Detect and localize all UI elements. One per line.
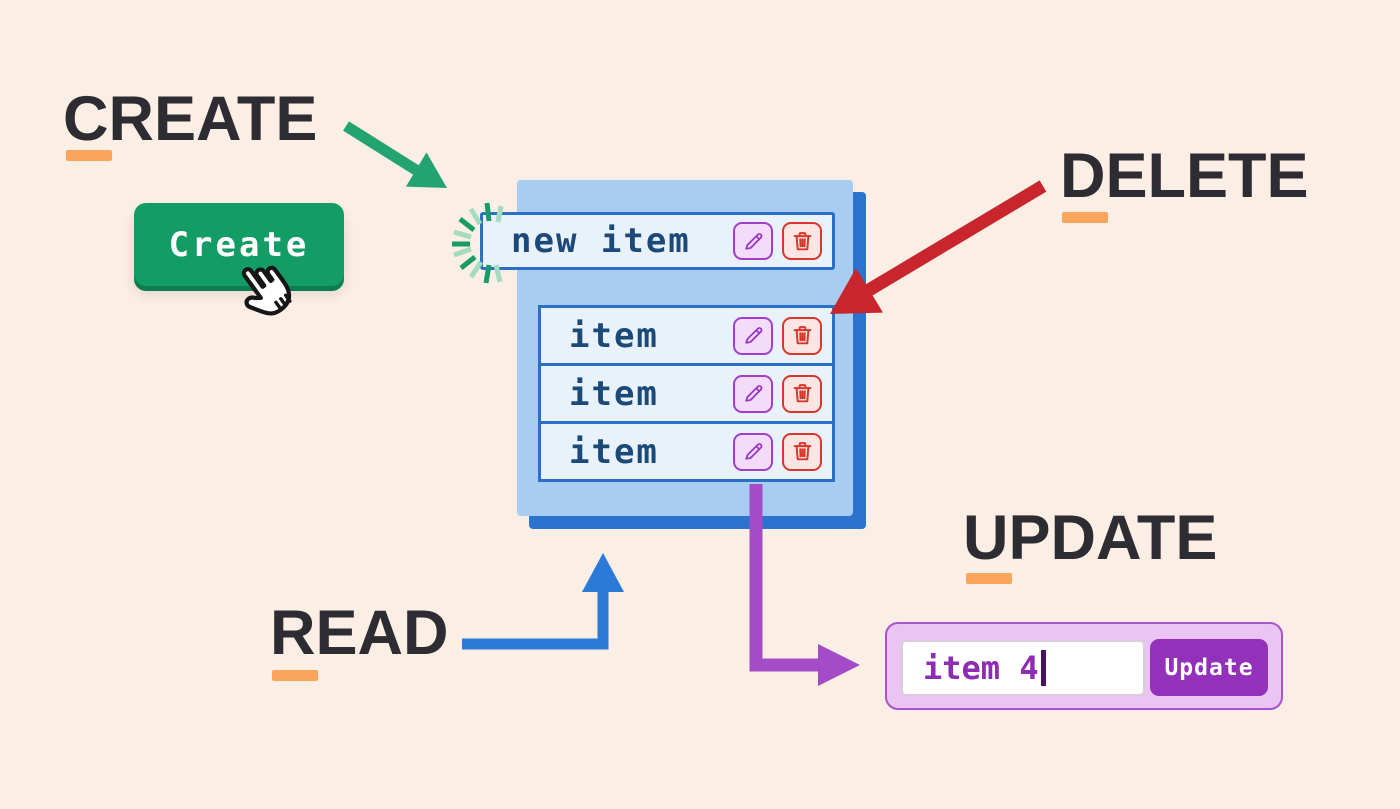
create-underline [66,150,112,161]
edit-button[interactable] [733,432,773,471]
item-label: item [569,315,659,356]
delete-button[interactable] [782,374,822,413]
row-actions [733,316,822,355]
new-item-row: new item [480,212,835,270]
read-heading: READ [270,598,449,668]
item-label: item [569,373,659,414]
edit-button[interactable] [733,222,773,260]
delete-button[interactable] [782,222,822,260]
read-underline [272,670,318,681]
update-input-value: item 4 [923,649,1039,687]
row-actions [733,432,822,471]
trash-icon [793,231,811,250]
item-label: item [569,431,659,472]
delete-button[interactable] [782,316,822,355]
update-button[interactable]: Update [1150,639,1268,696]
update-panel: item 4 Update [885,622,1283,710]
row-actions [733,374,822,413]
new-item-label: new item [511,221,691,261]
item-row: item [538,305,835,366]
item-row: item [538,421,835,482]
edit-button[interactable] [733,374,773,413]
pencil-icon [744,327,762,344]
update-input[interactable]: item 4 [901,640,1145,696]
trash-icon [793,442,811,461]
delete-heading: DELETE [1060,141,1309,211]
create-heading: CREATE [63,84,318,154]
row-actions [733,222,822,260]
item-row: item [538,363,835,424]
update-underline [966,573,1012,584]
update-heading: UPDATE [963,503,1218,573]
create-button[interactable]: Create [134,203,344,286]
trash-icon [793,326,811,345]
pencil-icon [744,232,762,250]
delete-underline [1062,212,1108,223]
pencil-icon [744,443,762,460]
read-arrow [462,553,624,650]
edit-button[interactable] [733,316,773,355]
text-cursor [1040,650,1046,686]
pencil-icon [744,385,762,402]
delete-button[interactable] [782,432,822,471]
hand-pointer-cursor-icon [241,265,292,316]
trash-icon [793,384,811,403]
create-arrow [343,121,447,188]
